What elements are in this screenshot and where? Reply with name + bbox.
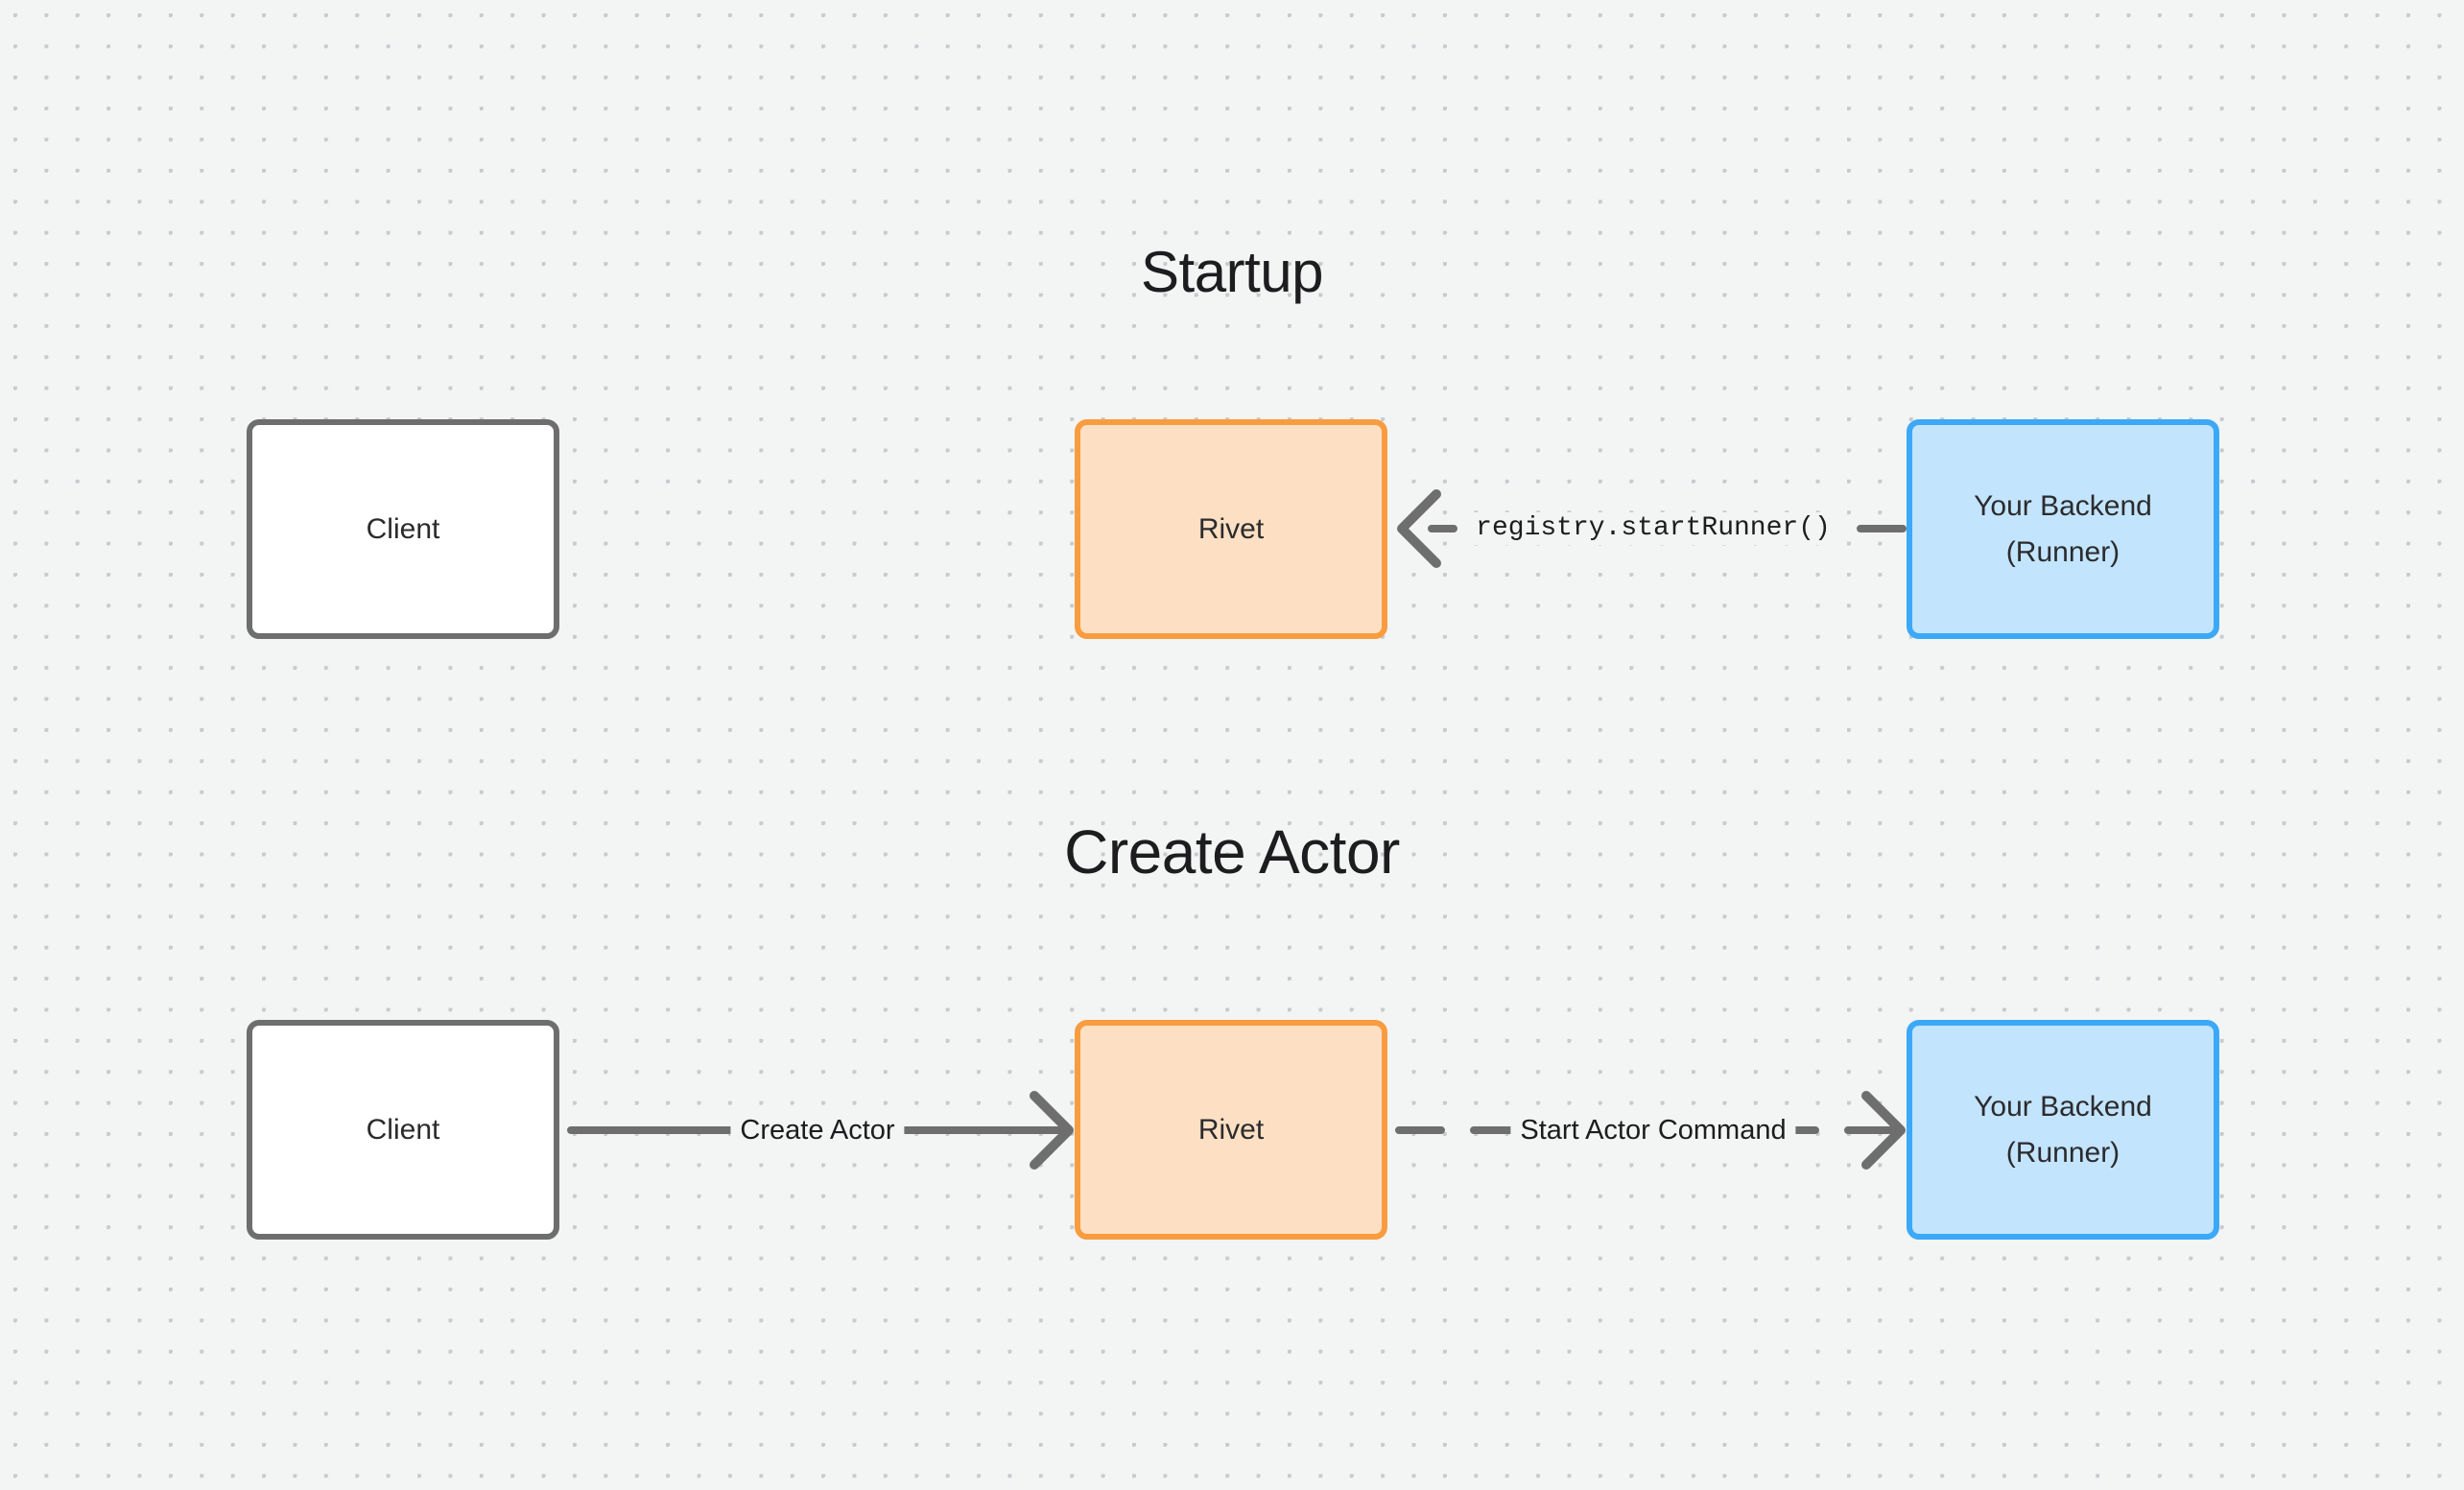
edge-label-start-actor-command: Start Actor Command [1510, 1114, 1796, 1147]
node-label: Rivet [1197, 1113, 1265, 1146]
node-client-startup[interactable]: Client [247, 419, 559, 639]
node-label-line1: Your Backend [1974, 489, 2152, 522]
edge-arrowhead-start-runner-left [1397, 489, 1441, 568]
node-label-line2: (Runner) [2005, 1136, 2120, 1169]
edge-arrowhead-create-actor-right [1030, 1091, 1074, 1170]
node-label-line2: (Runner) [2005, 535, 2120, 568]
edge-label-create-actor: Create Actor [730, 1114, 905, 1147]
section-title-create-actor: Create Actor [1064, 817, 1400, 887]
node-backend-create-actor[interactable]: Your Backend (Runner) [1907, 1020, 2219, 1240]
edge-arrowhead-start-actor-command-right [1861, 1091, 1906, 1170]
node-label: Your Backend (Runner) [1974, 1084, 2152, 1176]
node-label: Client [366, 1113, 440, 1146]
node-label-line1: Your Backend [1974, 1090, 2152, 1123]
edge-label-start-runner: registry.startRunner() [1466, 512, 1840, 545]
node-rivet-create-actor[interactable]: Rivet [1075, 1020, 1387, 1240]
node-rivet-startup[interactable]: Rivet [1075, 419, 1387, 639]
node-label: Your Backend (Runner) [1974, 484, 2152, 576]
node-label: Rivet [1197, 512, 1265, 545]
node-backend-startup[interactable]: Your Backend (Runner) [1907, 419, 2219, 639]
node-client-create-actor[interactable]: Client [247, 1020, 559, 1240]
node-label: Client [366, 512, 440, 545]
section-title-startup: Startup [1141, 240, 1323, 304]
